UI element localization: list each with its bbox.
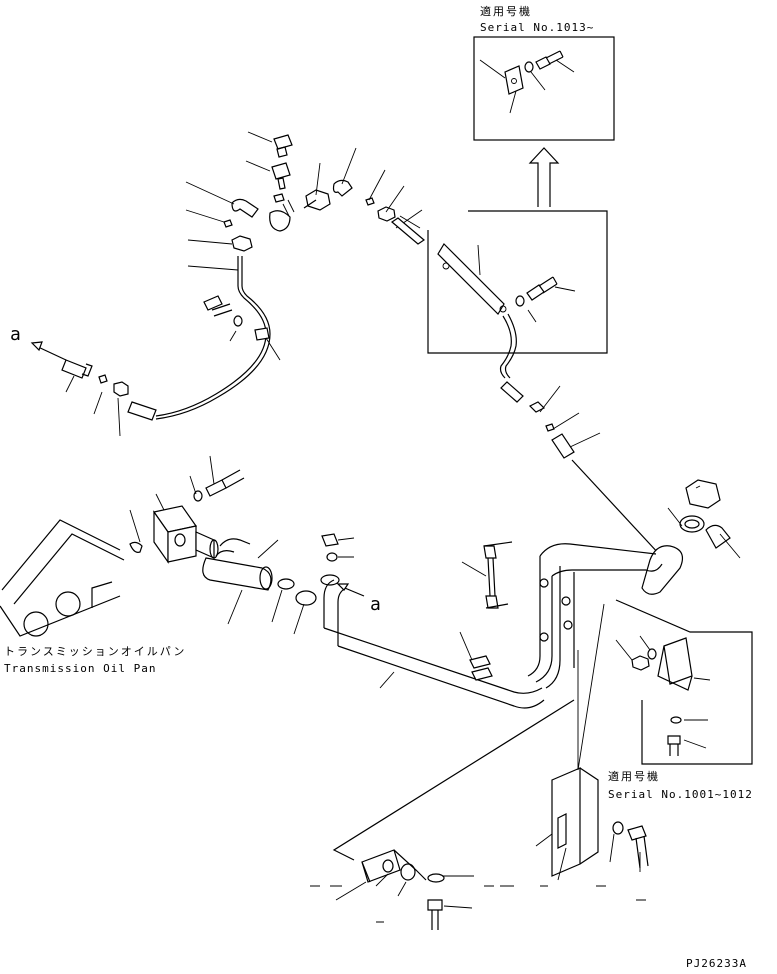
- pan-en-label: Transmission Oil Pan: [4, 662, 157, 675]
- drawing-number: PJ26233A: [686, 957, 747, 970]
- pan-jp-label: トランスミッションオイルパン: [4, 645, 187, 658]
- sensor-fitting-stack: [185, 131, 295, 252]
- detail-box-top: [473, 36, 615, 141]
- top-serial-jp-label: 適用号機: [480, 5, 532, 18]
- top-serial-label: Serial No.1013~: [480, 21, 595, 34]
- detail-box-middle: [427, 210, 608, 354]
- adapter-block: [152, 455, 245, 564]
- support-rod: [461, 541, 513, 609]
- filler-neck: [641, 479, 741, 595]
- mid-serial-label: Serial No.1001~1012: [608, 788, 753, 801]
- detail-box-bracket: [615, 599, 753, 765]
- rubber-hose-clamps: [202, 538, 317, 635]
- mid-serial-jp-label: 適用号機: [608, 770, 660, 783]
- dashed-fragments: [310, 885, 646, 923]
- main-fill-pipe: [320, 533, 663, 770]
- ref-a-left-label: a: [10, 324, 21, 345]
- fitting-row-right: [303, 147, 405, 222]
- lower-bracket-left: [332, 603, 605, 930]
- transmission-oil-pan: [0, 509, 143, 637]
- lower-bracket-right: [535, 767, 649, 881]
- arrow-up-icon: [528, 147, 560, 207]
- hose-end-fittings-left: [30, 341, 129, 437]
- ref-a-center-label: a: [370, 594, 381, 615]
- upper-hose-left: [127, 256, 281, 421]
- right-hose: [391, 209, 661, 556]
